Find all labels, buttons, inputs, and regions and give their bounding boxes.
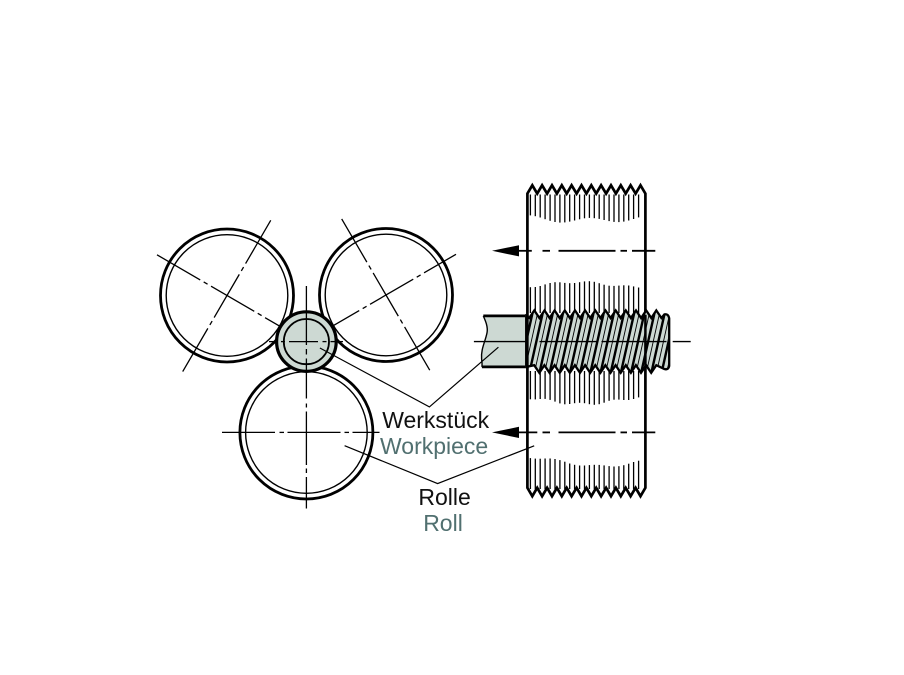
svg-text:Werkstück: Werkstück (382, 407, 489, 433)
svg-text:Workpiece: Workpiece (380, 433, 488, 459)
svg-text:Roll: Roll (423, 510, 463, 536)
svg-text:Rolle: Rolle (418, 484, 470, 510)
